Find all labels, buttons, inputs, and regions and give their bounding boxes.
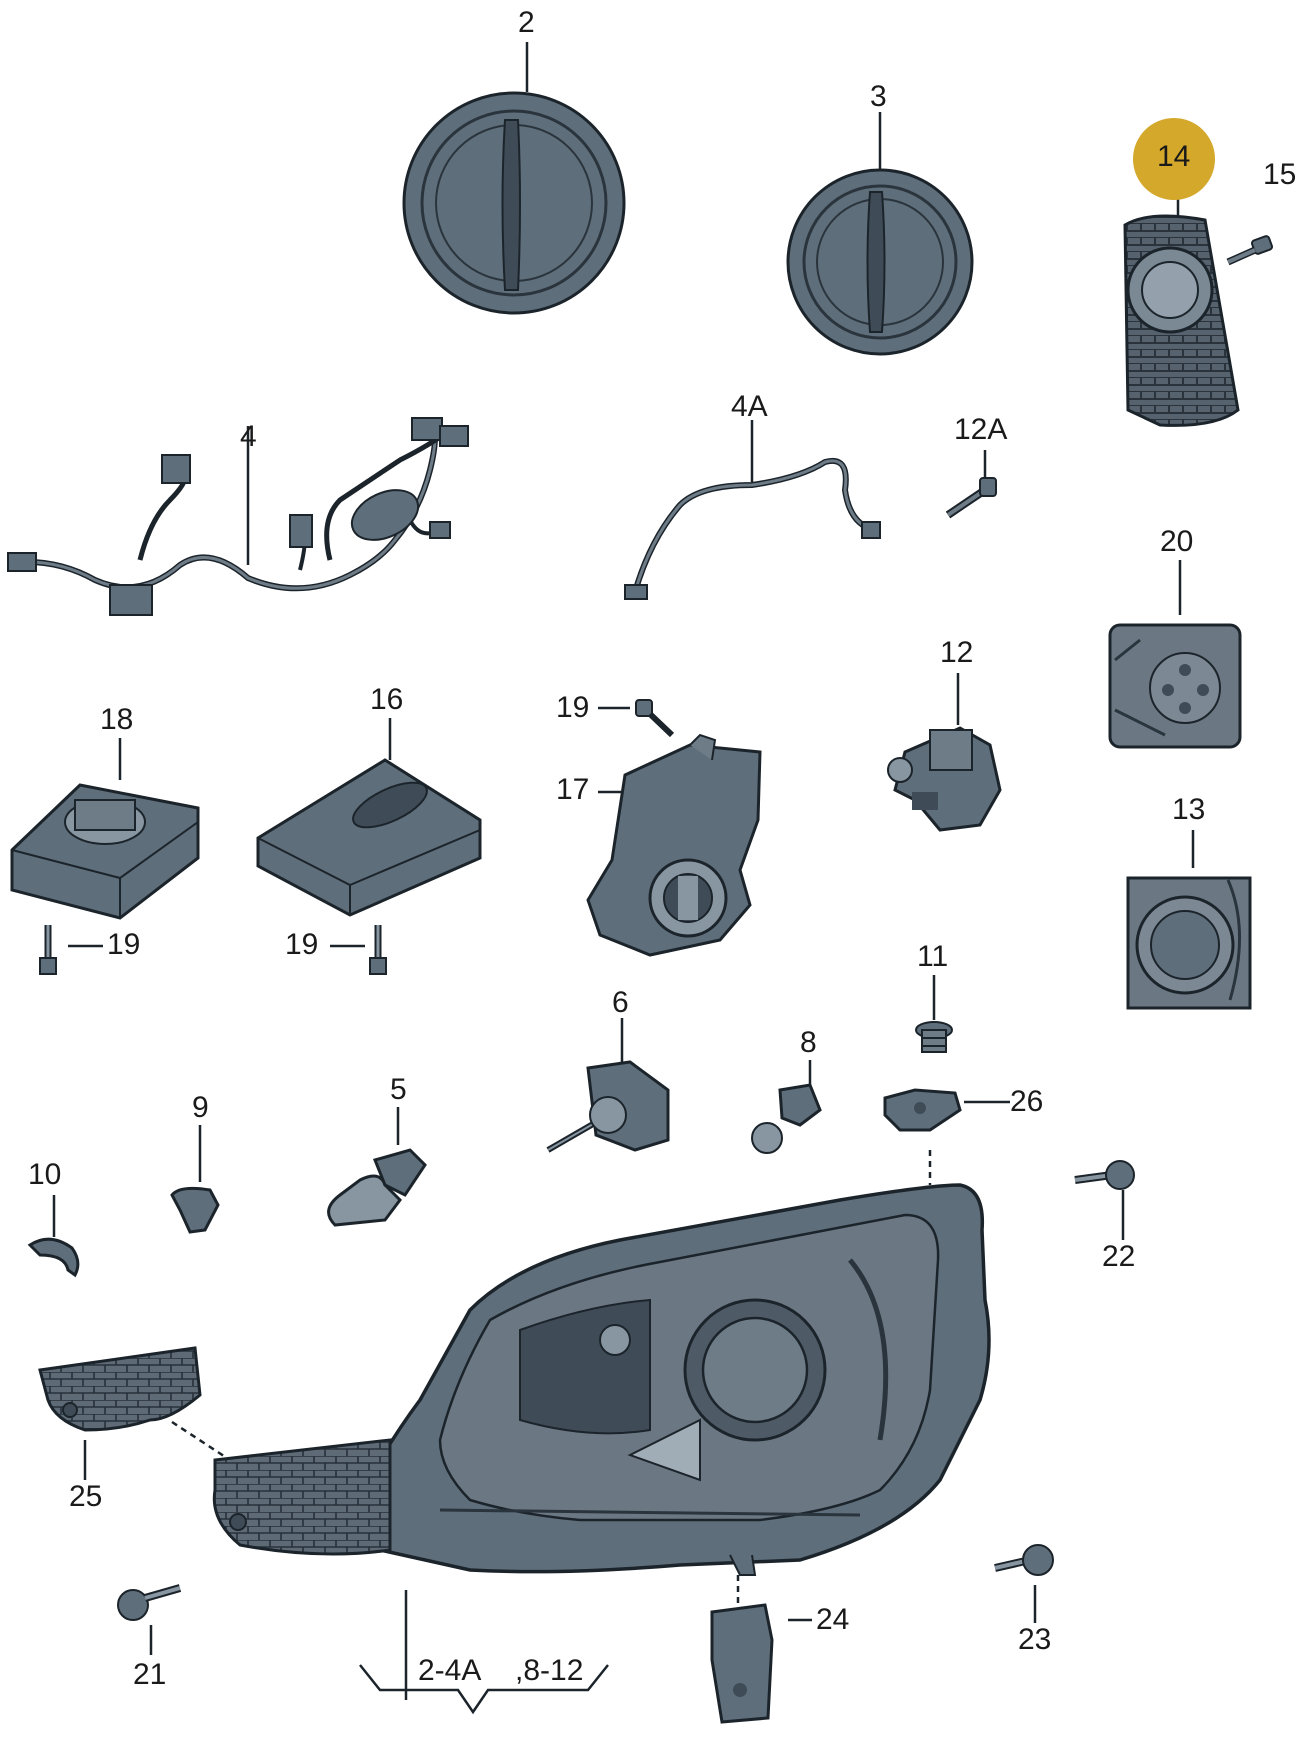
clip-26 [883,1088,962,1132]
callout-highlight [1133,118,1215,200]
callout-19-left: 19 [107,928,141,961]
screw-19-top [635,699,675,738]
callout-19-top: 19 [556,691,590,724]
grille-25 [38,1346,392,1556]
callout-12a: 12A [954,413,1008,446]
callout-18: 18 [100,703,134,736]
detail-panel-20 [1108,623,1242,749]
callout-25: 25 [69,1480,103,1513]
bulb-8 [751,1083,822,1154]
screw-23 [994,1544,1054,1576]
wire-4a [624,457,881,600]
headlight-cap-small [786,168,974,356]
callout-23: 23 [1018,1623,1052,1656]
actuator-12 [887,726,1002,832]
bracket-17 [586,733,762,957]
connector-9 [170,1186,220,1234]
detail-panel-13 [1126,876,1252,1010]
callout-22: 22 [1102,1240,1136,1273]
halogen-bulb-5 [327,1148,427,1227]
leader-lines [52,42,1195,1715]
callout-16: 16 [370,683,404,716]
screw-12a [945,477,997,519]
callout-4a: 4A [731,390,768,423]
callout-8: 8 [800,1026,817,1059]
callout-5: 5 [390,1073,407,1106]
callout-4: 4 [240,420,257,453]
led-module [1123,214,1240,427]
callout-2: 2 [518,6,535,39]
callout-20: 20 [1160,525,1194,558]
clip-24 [710,1603,774,1724]
screw-21 [117,1584,182,1621]
callout-9: 9 [192,1091,209,1124]
xenon-bulb-6 [546,1060,670,1153]
callout-range-b: ,8-12 [515,1654,584,1687]
screw-15 [1226,235,1274,266]
callout-11: 11 [917,940,949,973]
callout-14: 14 [1157,140,1191,173]
headlight-housing [357,1183,991,1576]
callout-3: 3 [870,80,887,113]
control-unit-16 [256,758,482,975]
callout-12: 12 [940,636,974,669]
callout-26: 26 [1010,1085,1044,1118]
wiring-harness [7,417,469,616]
callout-15: 15 [1263,158,1297,191]
callout-10: 10 [28,1158,62,1191]
screw-11 [915,1021,953,1053]
callout-13: 13 [1172,793,1206,826]
callout-21: 21 [133,1658,167,1691]
callout-range-a: 2-4A [418,1654,482,1687]
headlight-cap-large [402,91,626,315]
control-unit-18 [10,783,200,975]
clip-10 [27,1237,80,1278]
callout-17: 17 [556,773,590,806]
callout-24: 24 [816,1603,850,1636]
callout-6: 6 [612,986,629,1019]
screw-22 [1074,1160,1135,1190]
callout-19-mid: 19 [285,928,319,961]
